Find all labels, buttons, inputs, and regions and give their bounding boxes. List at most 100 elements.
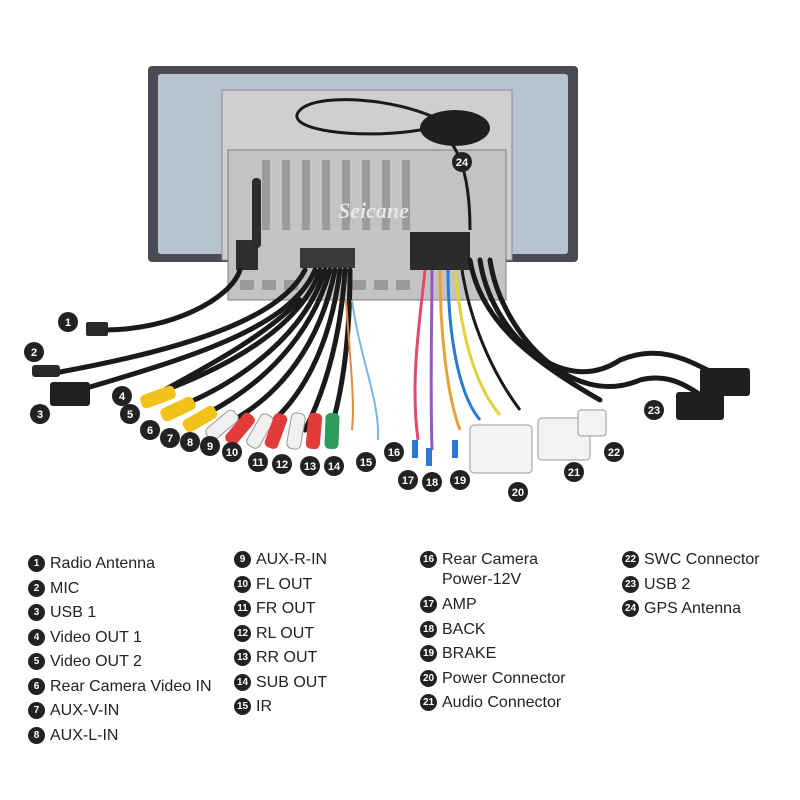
legend-number-badge: 19: [420, 645, 437, 662]
callout-7: 7: [160, 428, 180, 448]
legend-label: Video OUT 2: [50, 652, 142, 672]
legend-number-badge: 14: [234, 673, 251, 691]
legend-item-18: 18 BACK: [420, 620, 486, 640]
legend-label: Audio Connector: [442, 693, 561, 713]
callout-number: 20: [512, 487, 524, 499]
legend-number-badge: 5: [28, 653, 45, 670]
legend-number-badge: 8: [28, 726, 45, 744]
callout-19: 19: [450, 470, 470, 490]
rca-red-3: [305, 412, 323, 450]
callout-5: 5: [120, 404, 140, 424]
legend-label-line: AMP: [442, 596, 477, 613]
usb1-plug: [50, 382, 90, 406]
av-socket: [300, 248, 355, 268]
callout-circle: [24, 342, 44, 362]
legend-label: FR OUT: [256, 599, 316, 619]
callout-number: 12: [276, 459, 288, 471]
legend-label-line: USB 2: [644, 575, 691, 593]
radio-antenna-socket: [236, 240, 258, 270]
callout-6: 6: [140, 420, 160, 440]
rca-plugs: [140, 385, 340, 450]
antenna-stub: [252, 178, 261, 248]
callout-circle: [120, 404, 140, 424]
power-connector: [469, 424, 533, 474]
legend-label-line: BRAKE: [442, 645, 497, 662]
callout-circle: [160, 428, 180, 448]
legend-item-23: 23 USB 2: [622, 575, 690, 595]
legend-label: Rear Camera Video IN: [50, 677, 212, 697]
callout-number: 17: [402, 475, 414, 487]
usb2-plug-a: [700, 368, 750, 396]
callout-14: 14: [324, 456, 344, 476]
callout-8: 8: [180, 432, 200, 452]
harness-right: [413, 269, 522, 451]
legend-label-line: SUB OUT: [256, 673, 328, 691]
watermark: Seicane: [338, 198, 409, 223]
callout-circle: [644, 400, 664, 420]
vent-slots: [240, 160, 410, 290]
rca-white-3: [286, 412, 306, 450]
legend-number-badge: 6: [28, 677, 45, 695]
callout-circle: [508, 482, 528, 502]
callout-circle: [272, 454, 292, 474]
callout-circle: [450, 470, 470, 490]
callout-circle: [398, 470, 418, 490]
callout-12: 12: [272, 454, 292, 474]
wiring-diagram-illustration: Seicane: [24, 66, 750, 502]
rca-yellow-1: [140, 385, 176, 409]
callout-circle: [30, 404, 50, 424]
legend-item-14: 14 SUB OUT: [234, 673, 327, 693]
radio-antenna-plug: [86, 322, 108, 336]
legend-label-line: RL OUT: [256, 624, 315, 642]
callout-15: 15: [356, 452, 376, 472]
callout-number: 13: [304, 461, 316, 473]
callout-circle: [384, 442, 404, 462]
callout-number: 19: [454, 475, 466, 487]
callout-number: 6: [147, 425, 153, 437]
legend-number-badge: 18: [420, 620, 437, 638]
legend-label: BRAKE: [442, 644, 496, 664]
legend-item-17: 17 AMP: [420, 595, 477, 615]
callout-circle: [324, 456, 344, 476]
legend-number-badge: 13: [234, 649, 251, 666]
legend-label: Radio Antenna: [50, 554, 155, 574]
callout-circle: [604, 442, 624, 462]
small-terminals: [412, 440, 458, 466]
callout-circle: [356, 452, 376, 472]
legend-number-badge: 3: [28, 604, 45, 621]
callout-circle: [564, 462, 584, 482]
callout-circle: [300, 456, 320, 476]
legend-number-badge: 10: [234, 575, 251, 593]
callout-number: 7: [167, 433, 173, 445]
audio-connector: [537, 417, 591, 461]
legend-label: AUX-V-IN: [50, 701, 119, 721]
legend-label-line: BACK: [442, 620, 486, 638]
rca-red-2: [264, 413, 288, 449]
thin-wires-left: [345, 299, 380, 441]
callout-number: 3: [37, 409, 43, 421]
callout-circle: [248, 452, 268, 472]
callout-21: 21: [564, 462, 584, 482]
callout-circle: [140, 420, 160, 440]
legend-label-line: AUX-V-IN: [50, 702, 120, 719]
legend-number-badge: 23: [622, 575, 639, 593]
callout-1: 1: [58, 312, 78, 332]
legend-item-19: 19 BRAKE: [420, 644, 496, 664]
callout-number: 23: [648, 405, 660, 417]
legend-number-badge: 16: [420, 551, 437, 568]
callout-number: 4: [119, 391, 126, 403]
mic-plug: [32, 365, 60, 377]
legend-number-badge: 12: [234, 624, 251, 642]
legend-number-badge: 17: [420, 596, 437, 613]
callout-circle: [422, 472, 442, 492]
callout-circle: [222, 442, 242, 462]
legend-label-line: SWC Connector: [644, 551, 760, 568]
callout-number: 16: [388, 447, 400, 459]
